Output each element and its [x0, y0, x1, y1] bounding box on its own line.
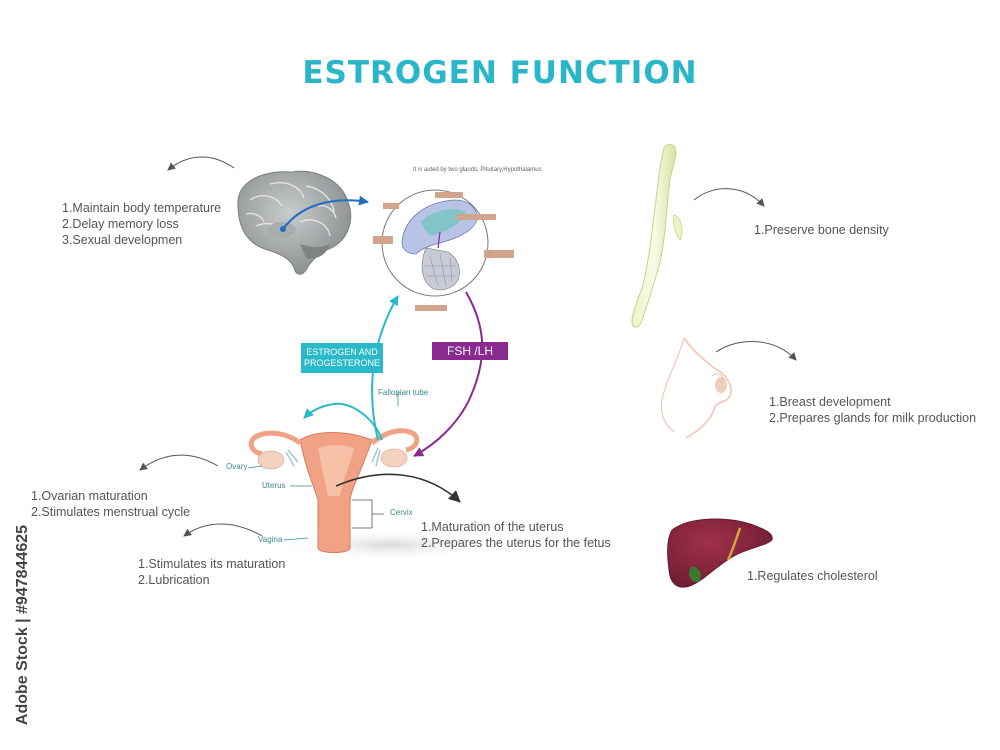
liver-functions-list: 1.Regulates cholesterol — [747, 568, 878, 584]
liver-illustration — [667, 518, 773, 588]
pituitary-tag-marker — [415, 305, 447, 311]
uterus-illustration — [248, 428, 420, 553]
bone-functions-list: 1.Preserve bone density — [754, 222, 889, 238]
list-item: 2.Stimulates menstrual cycle — [31, 505, 191, 519]
bone-illustration — [631, 144, 683, 328]
pituitary-tag-marker — [383, 203, 399, 209]
ovary-functions-list: 1.Ovarian maturation 2.Stimulates menstr… — [31, 488, 190, 520]
list-item: 1.Breast development — [769, 395, 891, 409]
cervix-label: Cervix — [390, 508, 413, 517]
pituitary-tag-marker — [484, 250, 514, 258]
breast-functions-list: 1.Breast development 2.Prepares glands f… — [769, 394, 976, 426]
vagina-functions-list: 1.Stimulates its maturation 2.Lubricatio… — [138, 556, 285, 588]
estrogen-progesterone-tag: ESTROGEN AND PROGESTERONE — [301, 343, 383, 373]
pituitary-tag-marker — [435, 192, 463, 198]
stock-credit: Adobe Stock | #947844625 — [8, 510, 38, 740]
fallopian-tube-label: Fallopian tube — [378, 388, 429, 397]
uterus-functions-list: 1.Maturation of the uterus 2.Prepares th… — [421, 519, 611, 551]
uterus-label: Uterus — [262, 481, 286, 490]
breast-illustration — [660, 337, 732, 439]
brain-functions-list: 1.Maintain body temperature 2.Delay memo… — [62, 200, 221, 248]
list-item: 2.Delay memory loss — [62, 217, 179, 231]
list-item: 1.Regulates cholesterol — [747, 569, 878, 583]
list-item: 1.Ovarian maturation — [31, 489, 148, 503]
list-item: 2.Prepares the uterus for the fetus — [421, 536, 611, 550]
pituitary-tag-marker — [373, 236, 393, 244]
stock-credit-text: Adobe Stock | #947844625 — [14, 524, 31, 726]
page-title: ESTROGEN FUNCTION — [302, 55, 698, 91]
list-item: 3.Sexual developmen — [62, 233, 183, 247]
ovary-label: Ovary — [226, 462, 248, 471]
list-item: 2.Lubrication — [138, 573, 210, 587]
list-item: 1.Maturation of the uterus — [421, 520, 564, 534]
list-item: 2.Prepares glands for milk production — [769, 411, 977, 425]
fsh-lh-tag: FSH /LH — [432, 342, 508, 360]
list-item: 1.Preserve bone density — [754, 223, 889, 237]
list-item: 1.Maintain body temperature — [62, 201, 222, 215]
pituitary-tag-marker — [456, 214, 496, 220]
brain-illustration — [237, 170, 352, 275]
list-item: 1.Stimulates its maturation — [138, 557, 286, 571]
pituitary-note: It is aided by two glands: Pituitary,Hyp… — [413, 167, 542, 173]
vagina-label: Vagina — [258, 535, 283, 544]
